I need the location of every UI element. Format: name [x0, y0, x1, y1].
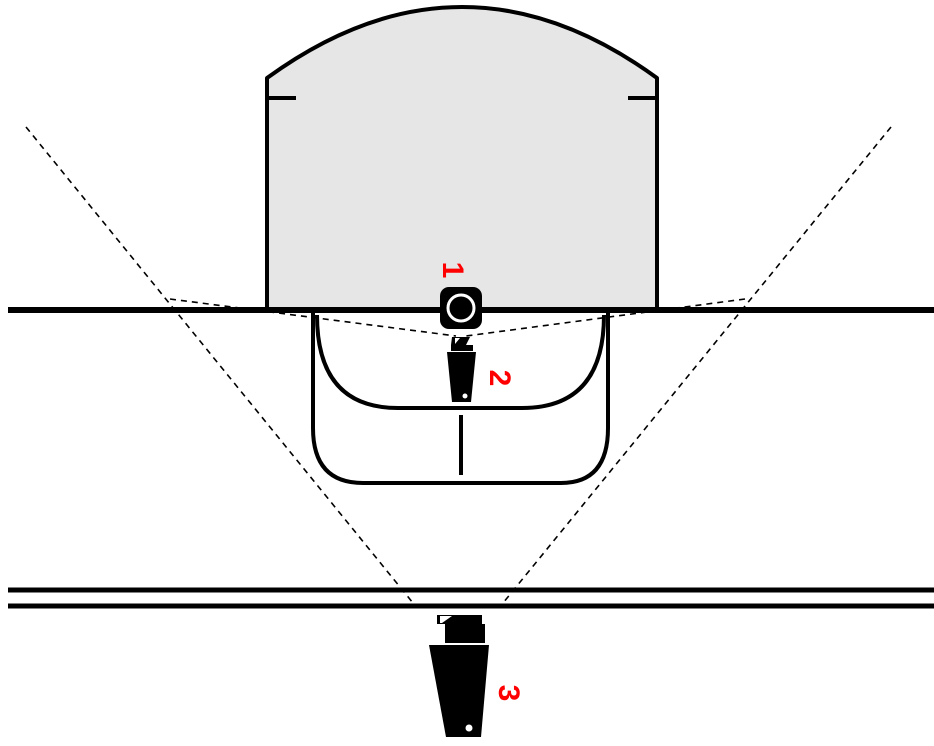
table-outer-outline	[311, 313, 610, 485]
device-label-3: 3	[492, 685, 525, 702]
wide-fov-left-line	[25, 126, 414, 604]
device-label-1: 1	[436, 262, 469, 279]
room-area	[265, 5, 659, 312]
wide-fov-right-line	[502, 126, 892, 604]
circular-camera-icon	[440, 287, 482, 329]
narrow-fov-right-line	[465, 298, 746, 337]
table-inner-curve	[315, 314, 606, 410]
narrow-fov-left-line	[169, 298, 457, 337]
device-label-2: 2	[483, 370, 516, 387]
wide-field-of-view	[25, 126, 892, 604]
bullet-camera-icon	[429, 615, 489, 737]
narrow-field-of-view	[169, 298, 746, 337]
room-shape	[265, 5, 659, 312]
bullet-camera-icon	[447, 337, 476, 402]
table-shape	[311, 313, 610, 485]
